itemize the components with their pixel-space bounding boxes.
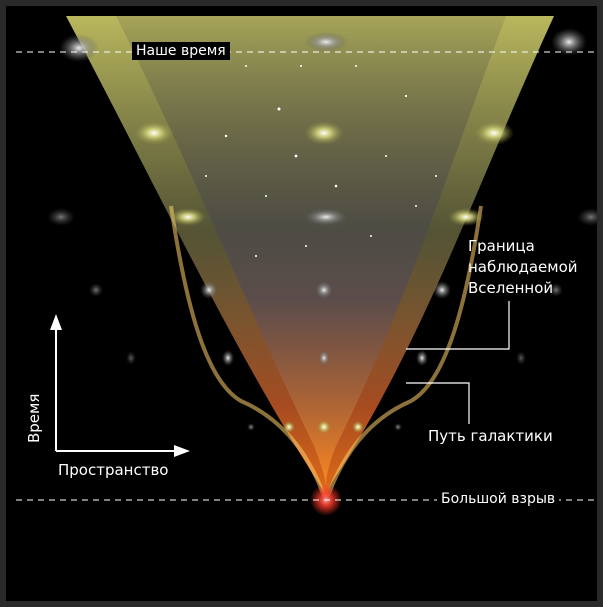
horizon-label-line3: Вселенной (468, 279, 554, 297)
diagram-canvas (16, 16, 597, 516)
space-axis-arrow (174, 445, 190, 457)
horizon-label-line2: наблюдаемой (468, 258, 578, 276)
galaxies (47, 28, 597, 434)
space-axis-label: Пространство (58, 461, 169, 479)
horizon-leader (406, 301, 510, 350)
big-bang-label: Большой взрыв (437, 490, 560, 508)
galaxy-path-left (169, 205, 326, 497)
galaxy-path-label: Путь галактики (428, 427, 553, 445)
cone-interior (116, 16, 506, 486)
galaxy-path-leader (406, 382, 470, 424)
stars (205, 65, 437, 257)
time-axis-arrow (50, 314, 62, 330)
horizon-label-line1: Граница (468, 237, 535, 255)
galaxy-path-right (326, 205, 483, 497)
axes (50, 314, 190, 457)
time-axis-label: Время (25, 393, 43, 443)
our-time-label: Наше время (132, 42, 230, 60)
